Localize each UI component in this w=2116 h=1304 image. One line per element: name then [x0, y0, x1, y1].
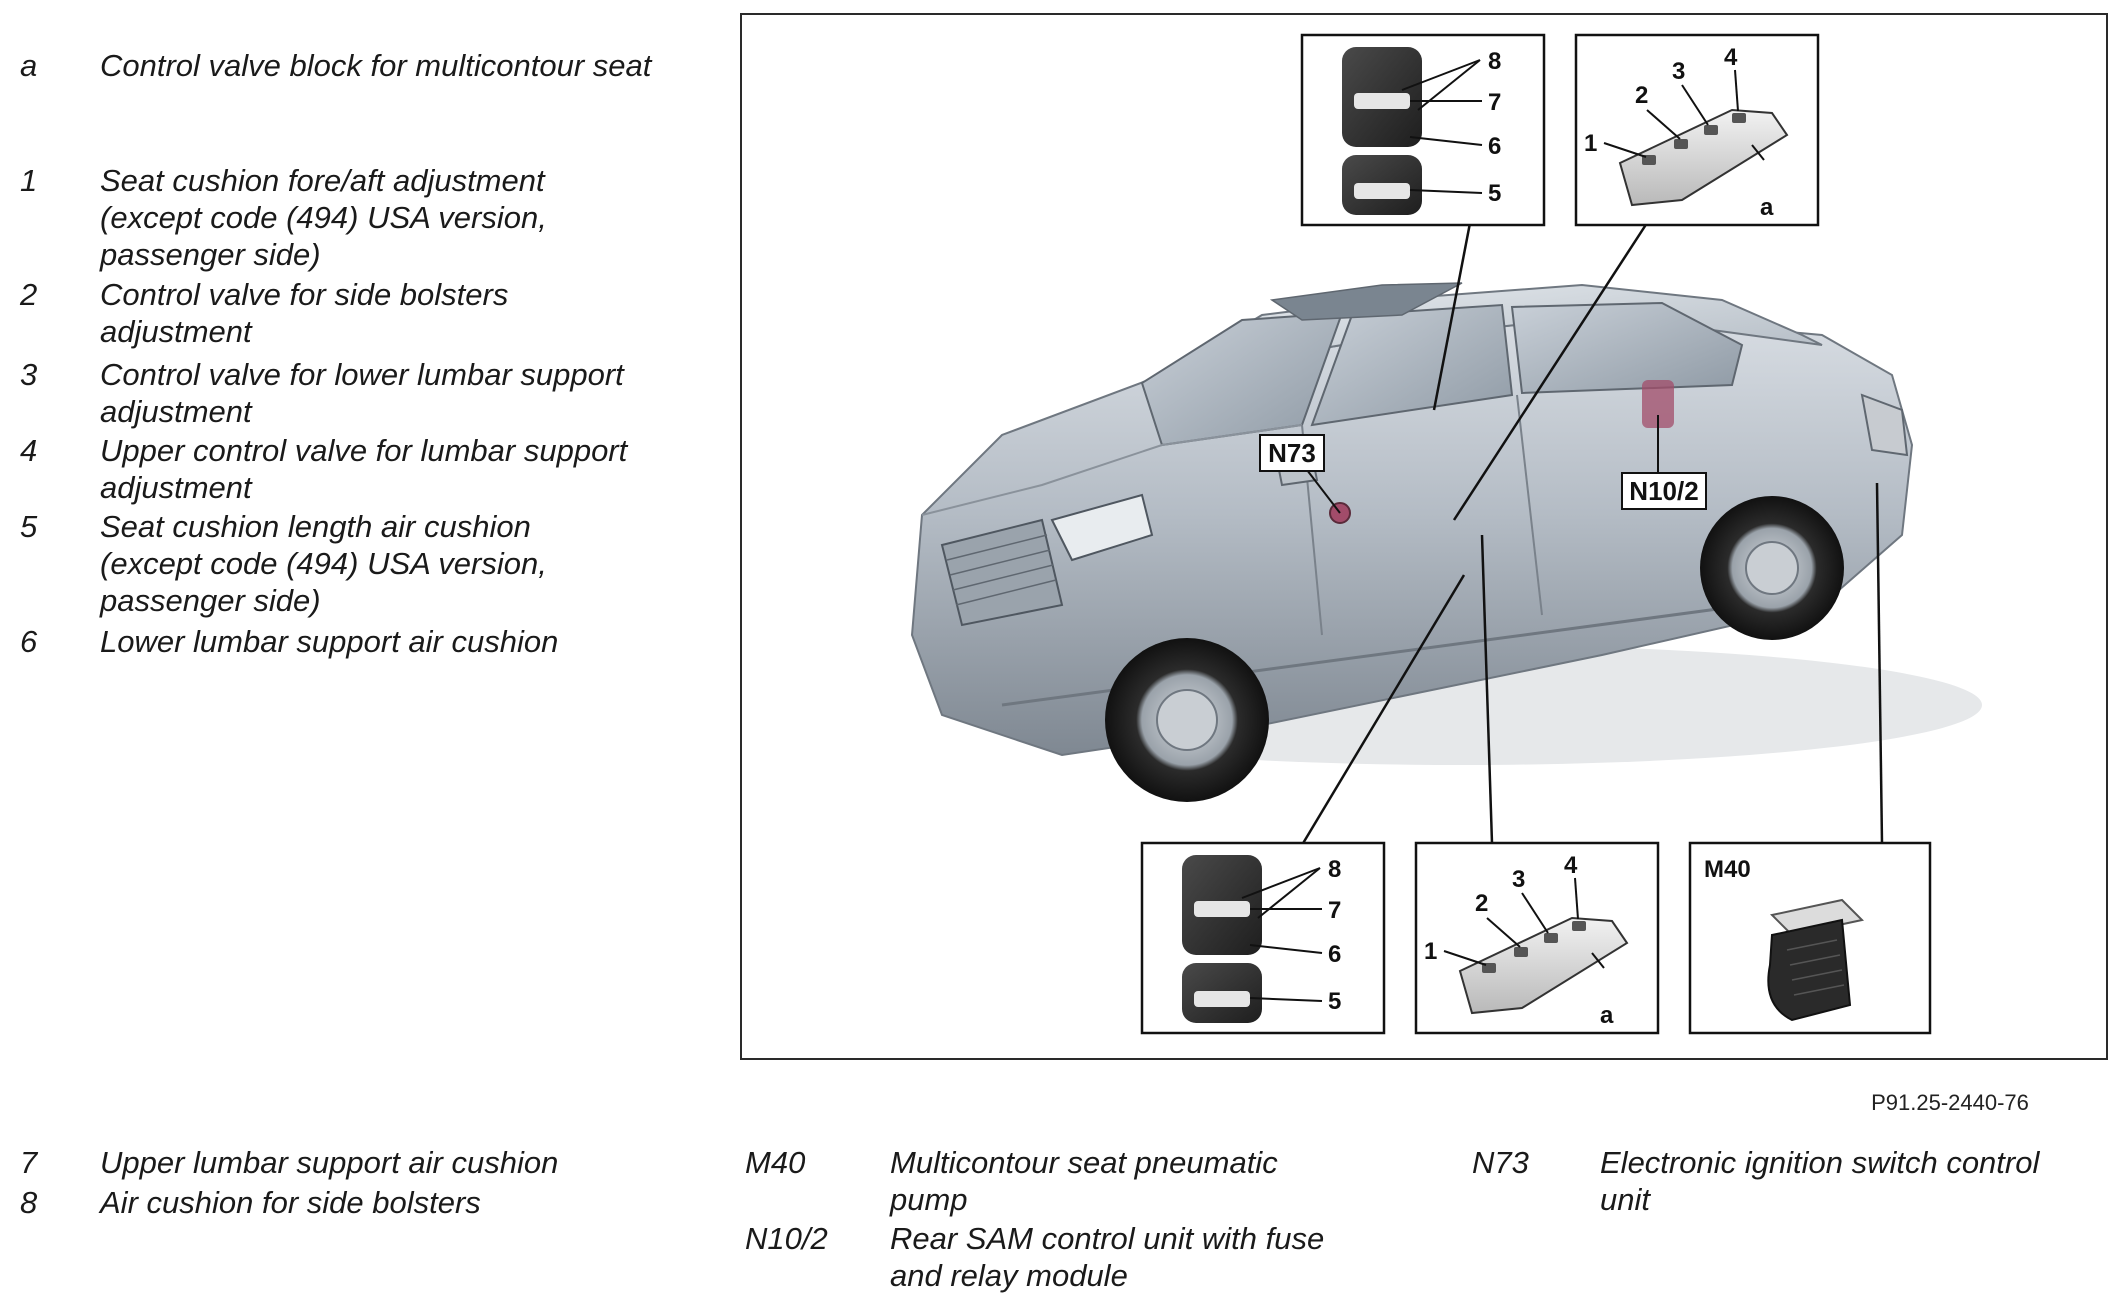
figure-id: P91.25-2440-76	[1871, 1090, 2029, 1115]
seat-label-8: 8	[1328, 856, 1341, 883]
valve-label-4: 4	[1724, 44, 1738, 71]
inset-pump: M40	[1688, 841, 1932, 1035]
legend-key: 7	[20, 1145, 38, 1180]
legend-item-m40: M40 Multicontour seat pneumatic pump	[745, 1144, 1445, 1224]
seat-label-6: 6	[1328, 941, 1341, 968]
legend-text: Control valve for lower lumbar support a…	[100, 357, 624, 429]
inset-valve-top: 1 2 3 4 a	[1574, 33, 1820, 227]
legend-text: Multicontour seat pneumatic pump	[890, 1145, 1278, 1217]
legend-item-a: a Control valve block for multicontour s…	[20, 47, 660, 127]
car-diagram: N73 N10/2	[910, 33, 1982, 1035]
leader-lines	[1300, 222, 1884, 846]
legend-text: Seat cushion length air cushion (except …	[100, 509, 547, 618]
seat-label-7: 7	[1488, 89, 1501, 116]
valve-label-1: 1	[1584, 130, 1597, 157]
legend-text: Control valve for side bolsters adjustme…	[100, 277, 509, 349]
legend-text: Seat cushion fore/aft adjustment (except…	[100, 163, 547, 272]
seat-label-6: 6	[1488, 133, 1501, 160]
valve-label-4: 4	[1564, 852, 1578, 879]
legend-key: N10/2	[745, 1221, 828, 1256]
legend-text: Air cushion for side bolsters	[100, 1185, 481, 1220]
legend-key: M40	[745, 1145, 806, 1180]
seat-label-5: 5	[1328, 988, 1341, 1015]
n10-2-label: N10/2	[1629, 476, 1698, 506]
valve-label-2: 2	[1475, 890, 1488, 917]
legend-item-n10-2: N10/2 Rear SAM control unit with fuse an…	[745, 1220, 1445, 1300]
legend-text: Upper lumbar support air cushion	[100, 1145, 559, 1180]
legend-item-3: 3 Control valve for lower lumbar support…	[20, 356, 660, 436]
inset-seat-top: 8 7 6 5	[1300, 33, 1546, 227]
legend-item-5: 5 Seat cushion length air cushion (excep…	[20, 508, 660, 623]
legend-item-n73: N73 Electronic ignition switch control u…	[1472, 1144, 2112, 1224]
front-wheel	[1105, 638, 1269, 802]
legend-key: 3	[20, 357, 38, 392]
valve-label-2: 2	[1635, 82, 1648, 109]
seat-label-7: 7	[1328, 897, 1341, 924]
rear-wheel	[1700, 496, 1844, 640]
legend-key: 8	[20, 1185, 38, 1220]
legend-key: N73	[1472, 1145, 1529, 1180]
valve-label-a: a	[1600, 1002, 1614, 1029]
inset-seat-bottom: 8 7 6 5	[1140, 841, 1386, 1035]
valve-label-a: a	[1760, 194, 1774, 221]
legend-key: 2	[20, 277, 38, 312]
legend-item-2: 2 Control valve for side bolsters adjust…	[20, 276, 660, 356]
n73-label: N73	[1268, 438, 1316, 468]
legend-item-1: 1 Seat cushion fore/aft adjustment (exce…	[20, 162, 660, 277]
legend-key: 5	[20, 509, 38, 544]
inset-valve-bottom: 1 2 3 4 a	[1414, 841, 1660, 1035]
legend-key: 6	[20, 624, 38, 659]
legend-text: Electronic ignition switch control unit	[1600, 1145, 2040, 1217]
valve-label-1: 1	[1424, 938, 1437, 965]
legend-text: Lower lumbar support air cushion	[100, 624, 559, 659]
m40-label: M40	[1704, 856, 1751, 883]
legend-item-8: 8 Air cushion for side bolsters	[20, 1184, 660, 1224]
seat-label-5: 5	[1488, 180, 1501, 207]
figure-frame: N73 N10/2	[740, 13, 2108, 1060]
legend-text: Control valve block for multicontour sea…	[100, 48, 652, 83]
legend-key: 4	[20, 433, 38, 468]
legend-text: Rear SAM control unit with fuse and rela…	[890, 1221, 1325, 1293]
valve-label-3: 3	[1672, 58, 1685, 85]
legend-item-6: 6 Lower lumbar support air cushion	[20, 623, 660, 663]
legend-item-7: 7 Upper lumbar support air cushion	[20, 1144, 660, 1184]
n73-callout: N73	[1259, 434, 1351, 524]
n10-2-callout: N10/2	[1621, 415, 1707, 510]
valve-label-3: 3	[1512, 866, 1525, 893]
legend-key: a	[20, 48, 38, 83]
seat-label-8: 8	[1488, 48, 1501, 75]
legend-key: 1	[20, 163, 38, 198]
legend-item-4: 4 Upper control valve for lumbar support…	[20, 432, 660, 512]
legend-text: Upper control valve for lumbar support a…	[100, 433, 628, 505]
